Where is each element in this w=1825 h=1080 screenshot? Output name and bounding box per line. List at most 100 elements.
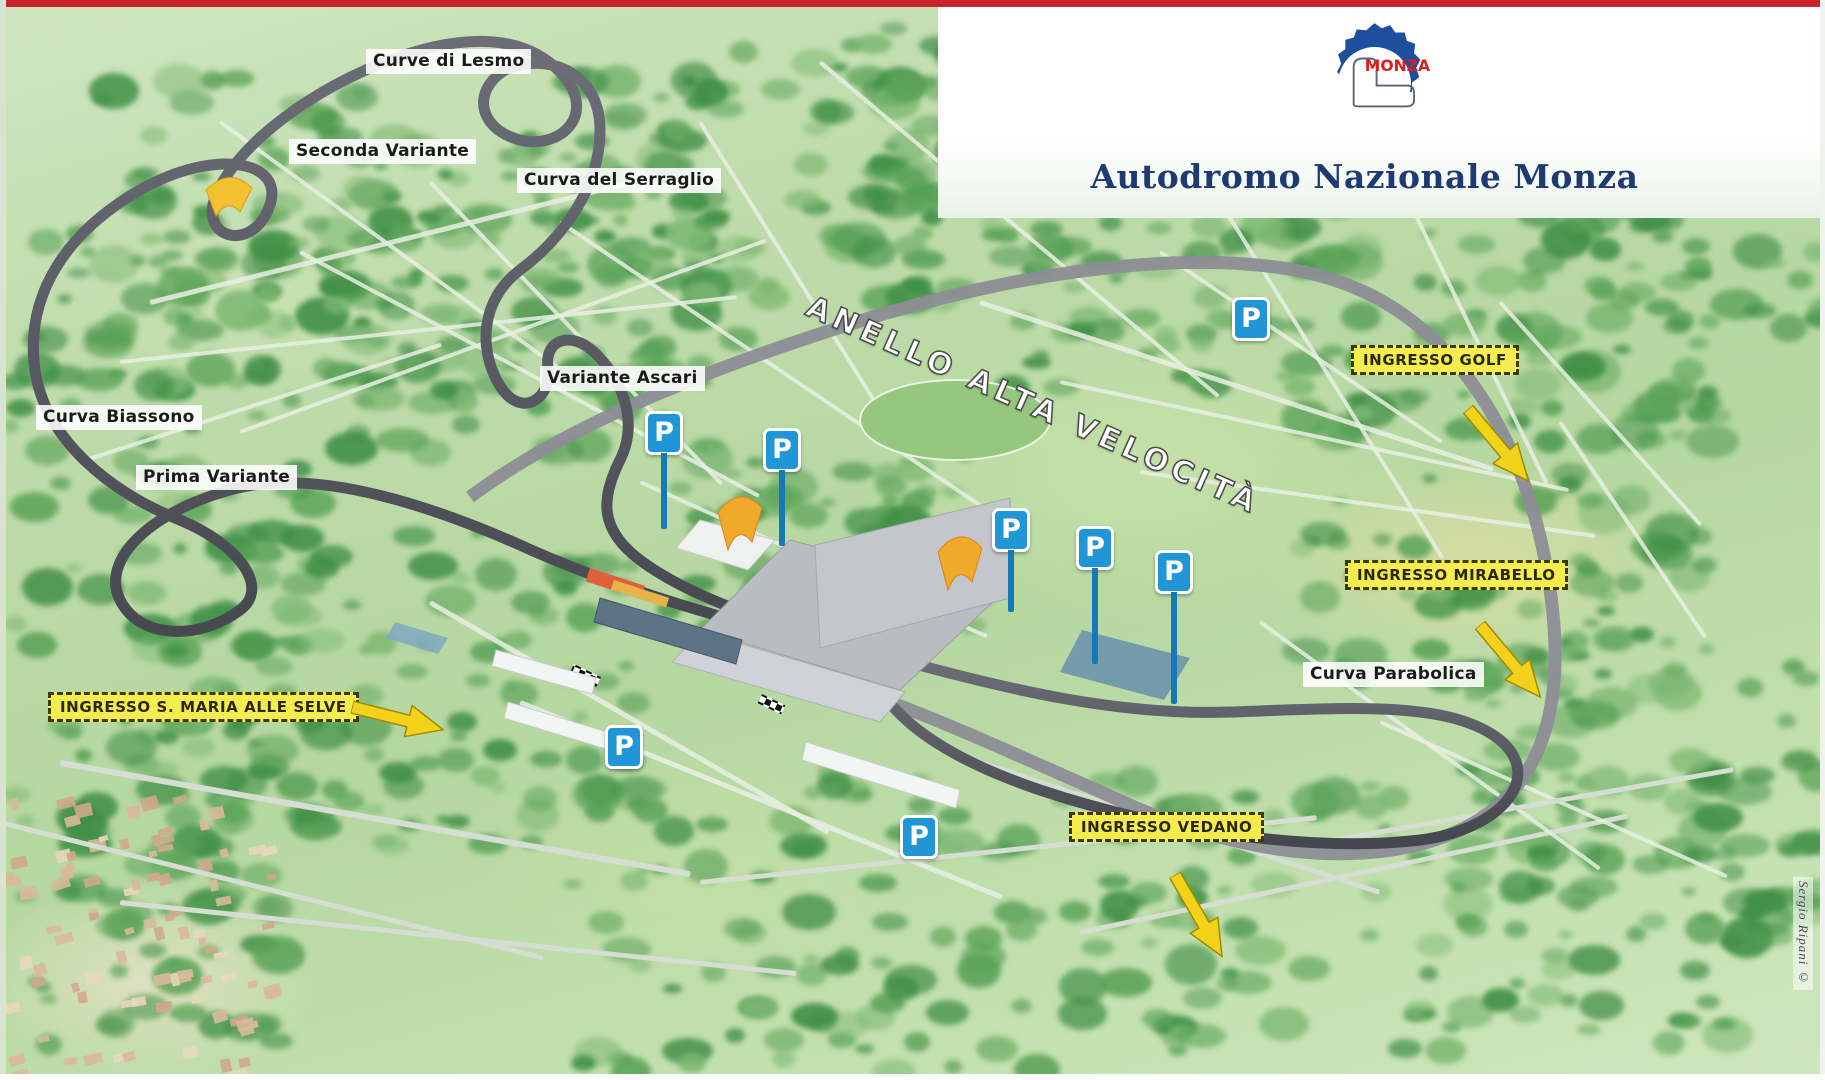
tree-cluster bbox=[1482, 988, 1519, 1012]
tree-cluster bbox=[1665, 392, 1706, 413]
parking-sign-south-1[interactable]: P bbox=[605, 725, 643, 769]
tree-cluster bbox=[653, 93, 670, 102]
tree-cluster bbox=[271, 595, 312, 623]
tree-cluster bbox=[1685, 913, 1725, 944]
tree-cluster bbox=[1681, 887, 1696, 896]
tree-cluster bbox=[938, 807, 971, 825]
tree-cluster bbox=[1630, 627, 1654, 642]
tree-cluster bbox=[447, 712, 477, 732]
parking-sign-east-2[interactable]: P bbox=[1076, 526, 1114, 664]
tree-cluster bbox=[1223, 917, 1258, 939]
tree-cluster bbox=[761, 79, 800, 100]
bridge-seconda-variante bbox=[205, 177, 253, 218]
parking-sign-north-2[interactable]: P bbox=[763, 428, 801, 546]
tree-cluster bbox=[1740, 767, 1775, 784]
tree-cluster bbox=[75, 749, 92, 762]
tree-cluster bbox=[1781, 752, 1818, 772]
tree-cluster bbox=[433, 205, 455, 216]
entrance-label-ingresso-mirabello[interactable]: INGRESSO MIRABELLO bbox=[1345, 560, 1568, 590]
tree-cluster bbox=[1779, 843, 1799, 856]
tree-cluster bbox=[1165, 944, 1217, 985]
tree-cluster bbox=[1508, 398, 1540, 415]
tree-cluster bbox=[3, 616, 27, 632]
tree-cluster bbox=[1696, 995, 1720, 1009]
tree-cluster bbox=[1663, 318, 1691, 334]
entrance-arrow-ingresso-golf bbox=[1462, 404, 1530, 483]
tree-cluster bbox=[251, 896, 282, 918]
parking-sign-golf[interactable]: P bbox=[1232, 297, 1270, 341]
tree-cluster bbox=[1288, 956, 1330, 981]
tree-cluster bbox=[1419, 966, 1438, 981]
tree-cluster bbox=[89, 245, 139, 283]
tree-cluster bbox=[1576, 715, 1596, 725]
tree-cluster bbox=[334, 792, 365, 811]
tree-cluster bbox=[1688, 337, 1709, 349]
tree-cluster bbox=[140, 233, 163, 245]
tree-cluster bbox=[724, 918, 760, 939]
tree-cluster bbox=[177, 314, 194, 325]
tree-cluster bbox=[1330, 243, 1383, 281]
tree-cluster bbox=[1636, 430, 1666, 449]
tree-cluster bbox=[187, 308, 204, 316]
tree-cluster bbox=[1654, 675, 1702, 711]
tree-cluster bbox=[803, 121, 830, 136]
tree-cluster bbox=[1699, 644, 1714, 654]
tree-cluster bbox=[1583, 619, 1600, 627]
tree-cluster bbox=[1568, 945, 1620, 975]
tree-cluster bbox=[672, 206, 694, 222]
tree-cluster bbox=[733, 921, 766, 944]
tree-cluster bbox=[1399, 587, 1418, 601]
tree-cluster bbox=[696, 817, 728, 832]
tree-cluster bbox=[965, 926, 1002, 951]
parking-sign-pole bbox=[661, 453, 667, 529]
tree-cluster bbox=[678, 1053, 706, 1073]
tree-cluster bbox=[1558, 772, 1575, 783]
tree-cluster bbox=[1689, 528, 1712, 545]
tree-cluster bbox=[1224, 971, 1272, 994]
entrance-label-ingresso-s-maria-alle-selve[interactable]: INGRESSO S. MARIA ALLE SELVE bbox=[48, 692, 359, 722]
tree-cluster bbox=[1098, 874, 1130, 889]
tree-cluster bbox=[530, 210, 556, 226]
parking-sign-south-2[interactable]: P bbox=[900, 815, 938, 859]
tree-cluster bbox=[883, 141, 898, 151]
tree-cluster bbox=[855, 1044, 874, 1054]
parking-sign-east-3[interactable]: P bbox=[1155, 550, 1193, 704]
tree-cluster bbox=[769, 468, 818, 505]
parking-sign-east-1[interactable]: P bbox=[992, 508, 1030, 612]
tree-cluster bbox=[976, 1036, 1018, 1062]
tree-cluster bbox=[466, 674, 490, 687]
tree-cluster bbox=[375, 835, 409, 855]
tree-cluster bbox=[523, 786, 557, 811]
tree-cluster bbox=[10, 492, 59, 522]
tree-cluster bbox=[80, 247, 95, 257]
tree-cluster bbox=[1633, 391, 1677, 423]
tree-cluster bbox=[617, 692, 650, 714]
tree-cluster bbox=[1682, 238, 1710, 255]
tree-cluster bbox=[256, 310, 293, 338]
tree-cluster bbox=[1442, 313, 1486, 336]
tree-cluster bbox=[1570, 569, 1615, 597]
tree-cluster bbox=[890, 158, 937, 190]
parking-sign-north-1[interactable]: P bbox=[645, 411, 683, 529]
parking-icon: P bbox=[1076, 526, 1114, 570]
tree-cluster bbox=[1626, 926, 1646, 942]
tree-cluster bbox=[1517, 270, 1547, 292]
tree-cluster bbox=[1191, 215, 1226, 238]
entrance-label-ingresso-vedano[interactable]: INGRESSO VEDANO bbox=[1069, 812, 1265, 842]
tree-cluster bbox=[1206, 309, 1234, 326]
tree-cluster bbox=[994, 901, 1031, 924]
tree-cluster bbox=[247, 520, 297, 545]
tree-cluster bbox=[603, 103, 647, 128]
tree-cluster bbox=[1695, 395, 1721, 411]
entrance-label-ingresso-golf[interactable]: INGRESSO GOLF bbox=[1351, 345, 1519, 375]
tree-cluster bbox=[67, 268, 90, 278]
tree-cluster bbox=[1626, 262, 1644, 271]
top-red-bar bbox=[0, 0, 1825, 7]
tree-cluster bbox=[1011, 999, 1032, 1013]
tree-cluster bbox=[757, 277, 779, 295]
parking-icon: P bbox=[605, 725, 643, 769]
tree-cluster bbox=[828, 1032, 856, 1048]
pit-building bbox=[593, 597, 743, 665]
tree-cluster bbox=[559, 153, 577, 162]
tree-cluster bbox=[1680, 961, 1710, 980]
